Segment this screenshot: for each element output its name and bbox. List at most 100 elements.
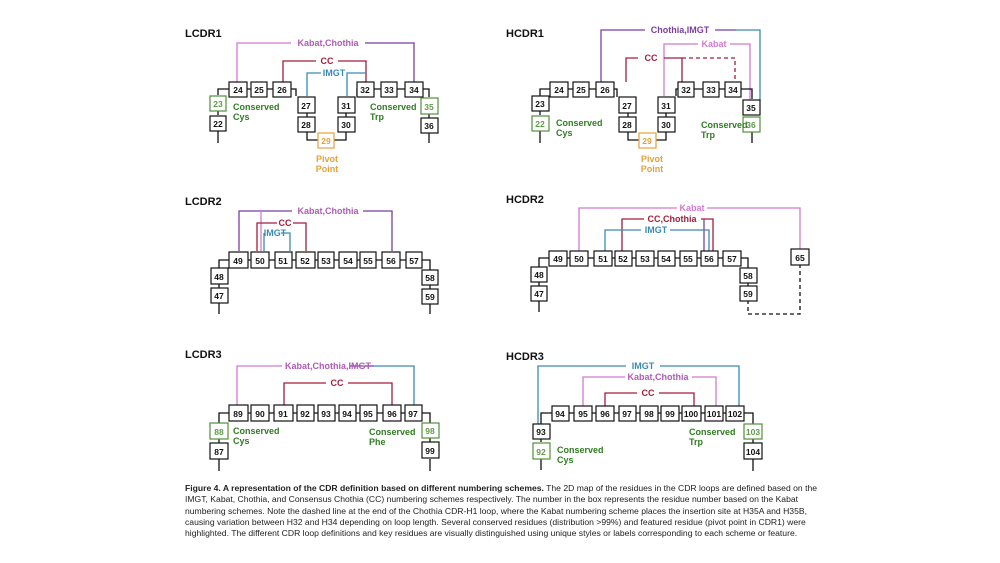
residue-number: 25 [254,85,264,95]
annotation-conserved: Conserved [557,445,604,455]
residue-box [618,116,637,133]
residue-box-conserved [743,423,763,440]
annotation-pivot: Pivot [316,154,338,164]
residue-number: 55 [683,254,693,264]
residue-box [530,285,548,302]
residue-box [743,442,763,460]
label-cc: CC [642,388,655,398]
residue-number: 28 [301,120,311,130]
residue-box [618,405,637,422]
residue-number: 29 [642,136,652,146]
residue-number: 103 [746,427,760,437]
residue-number: 96 [600,409,610,419]
annotation-conserved: Conserved [369,427,416,437]
residue-number: 31 [341,101,351,111]
residue-number: 58 [743,271,753,281]
residue-box [725,405,745,422]
panel-hcdr2: HCDR2 48 47 49 50 51 52 53 54 55 56 57 [506,194,810,315]
residue-number: 56 [704,254,714,264]
residue-box [421,441,440,459]
label-kabat: Kabat [701,39,726,49]
residue-box [359,251,377,269]
residue-box [677,81,695,98]
residue-number: 27 [622,101,632,111]
annotation-conserved: Conserved [233,102,280,112]
residue-number: 87 [214,447,224,457]
figure-caption: Figure 4. A representation of the CDR de… [185,483,830,549]
residue-number: 33 [706,85,716,95]
label-kabat-chothia: Kabat,Chothia [297,206,359,216]
residue-box [338,251,358,269]
residue-box [679,250,698,267]
panel-hcdr1: HCDR1 23 22 24 25 26 27 28 29 30 31 32 [506,25,761,174]
residue-number: 95 [363,409,373,419]
annotation-conserved: Conserved [556,118,603,128]
residue-number: 31 [661,101,671,111]
residue-number: 48 [534,270,544,280]
panel-lcdr3: LCDR3 88 87 89 90 91 92 93 94 95 96 97 9 [185,349,440,471]
label-kabat-chothia: Kabat,Chothia [297,38,359,48]
residue-box [614,250,633,267]
residue-box [297,96,316,114]
annotation-trp: Trp [689,437,704,447]
residue-number: 95 [578,409,588,419]
residue-number: 23 [213,99,223,109]
residue-number: 28 [622,120,632,130]
residue-number: 65 [795,253,805,263]
residue-box-conserved [742,116,761,133]
residue-number: 97 [408,409,418,419]
residue-box [404,81,424,98]
residue-number: 53 [640,254,650,264]
residue-number: 49 [553,254,563,264]
label-chothia-imgt: Chothia,IMGT [651,25,710,35]
residue-number: 52 [300,256,310,266]
label-cc: CC [321,56,334,66]
residue-box [210,287,229,304]
annotation-pivot: Pivot [641,154,663,164]
residue-box [635,250,655,267]
annotation-cys: Cys [557,455,574,465]
residue-box-conserved [209,422,229,440]
residue-number: 59 [425,292,435,302]
residue-box [595,405,615,422]
residue-number: 101 [707,409,721,419]
panel-title-lcdr1: LCDR1 [185,28,222,40]
residue-number: 92 [300,409,310,419]
annotation-phe: Phe [369,437,386,447]
residue-number: 30 [341,120,351,130]
residue-box [337,96,356,114]
residue-box [359,404,378,422]
label-kabat: Kabat [679,203,704,213]
annotation-point: Point [316,164,339,174]
label-imgt: IMGT [323,68,346,78]
residue-box [250,251,270,269]
residue-number: 98 [425,426,435,436]
residue-box [532,423,551,440]
residue-number: 36 [746,120,756,130]
residue-box [228,251,249,269]
residue-number: 32 [360,85,370,95]
residue-box [272,81,292,98]
residue-number: 25 [576,85,586,95]
residue-number: 96 [387,409,397,419]
annotation-conserved: Conserved [233,426,280,436]
residue-box [250,404,270,422]
residue-box [548,250,568,267]
residue-box-conserved [531,115,550,132]
residue-number: 48 [214,272,224,282]
residue-box [657,96,676,114]
residue-box [404,404,423,422]
residue-number: 23 [535,99,545,109]
residue-number: 26 [600,85,610,95]
residue-box [569,250,589,267]
annotation-cys: Cys [556,128,573,138]
residue-number: 22 [213,119,223,129]
residue-box [228,404,249,422]
residue-number: 54 [661,254,671,264]
residue-box [273,404,294,422]
residue-box [356,81,375,98]
residue-box [295,251,316,269]
residue-box [381,251,401,269]
annotation-point: Point [641,164,664,174]
annotation-cys: Cys [233,436,250,446]
